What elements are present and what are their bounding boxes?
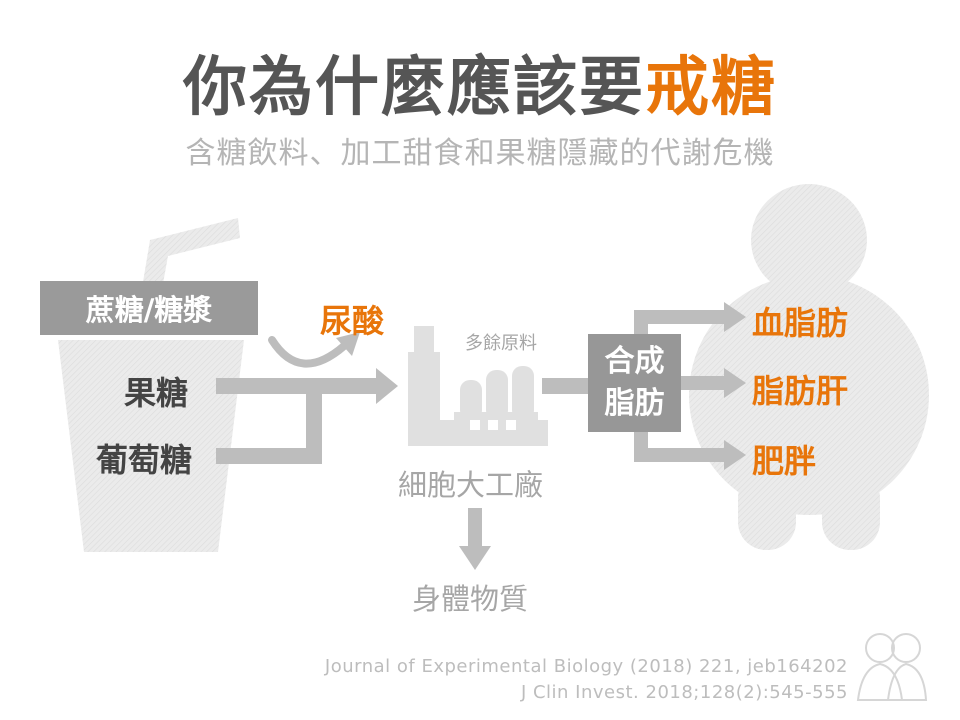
doctors-logo-icon (856, 633, 928, 701)
uric-acid-label: 尿酸 (320, 302, 385, 340)
page-subtitle: 含糖飲料、加工甜食和果糖隱藏的代謝危機 (185, 136, 775, 171)
outcome-fatty-liver: 脂肪肝 (752, 372, 849, 410)
factory-down-arrow (459, 508, 491, 570)
fat-synthesis-line2: 脂肪 (604, 386, 665, 421)
drink-cup-icon (58, 218, 244, 552)
outcome-obesity: 肥胖 (752, 442, 817, 480)
fat-synthesis-box: 合成 脂肪 (588, 334, 681, 432)
obese-person-icon (689, 184, 929, 550)
body-substance-label: 身體物質 (412, 582, 529, 616)
title-highlight: 戒糖 (645, 51, 777, 125)
outcome-blood-lipids: 血脂肪 (752, 304, 849, 342)
fat-outcome-arrows (634, 302, 746, 470)
surplus-material-label: 多餘原料 (465, 333, 537, 354)
factory-to-fat-arrow (542, 378, 588, 394)
page-title: 你為什麼應該要戒糖 (0, 36, 960, 128)
uric-acid-arrow (268, 332, 360, 368)
title-main: 你為什麼應該要 (183, 51, 645, 125)
reference-1: Journal of Experimental Biology (2018) 2… (324, 656, 848, 677)
glucose-label: 葡萄糖 (96, 441, 193, 479)
sucrose-syrup-box: 蔗糖/糖漿 (40, 281, 258, 335)
cell-factory-label: 細胞大工廠 (398, 468, 544, 502)
sugar-flow-arrows (216, 368, 398, 464)
factory-icon (408, 326, 548, 446)
reference-2: J Clin Invest. 2018;128(2):545-555 (520, 682, 848, 703)
fructose-label: 果糖 (124, 374, 189, 412)
fat-synthesis-line1: 合成 (604, 344, 665, 379)
